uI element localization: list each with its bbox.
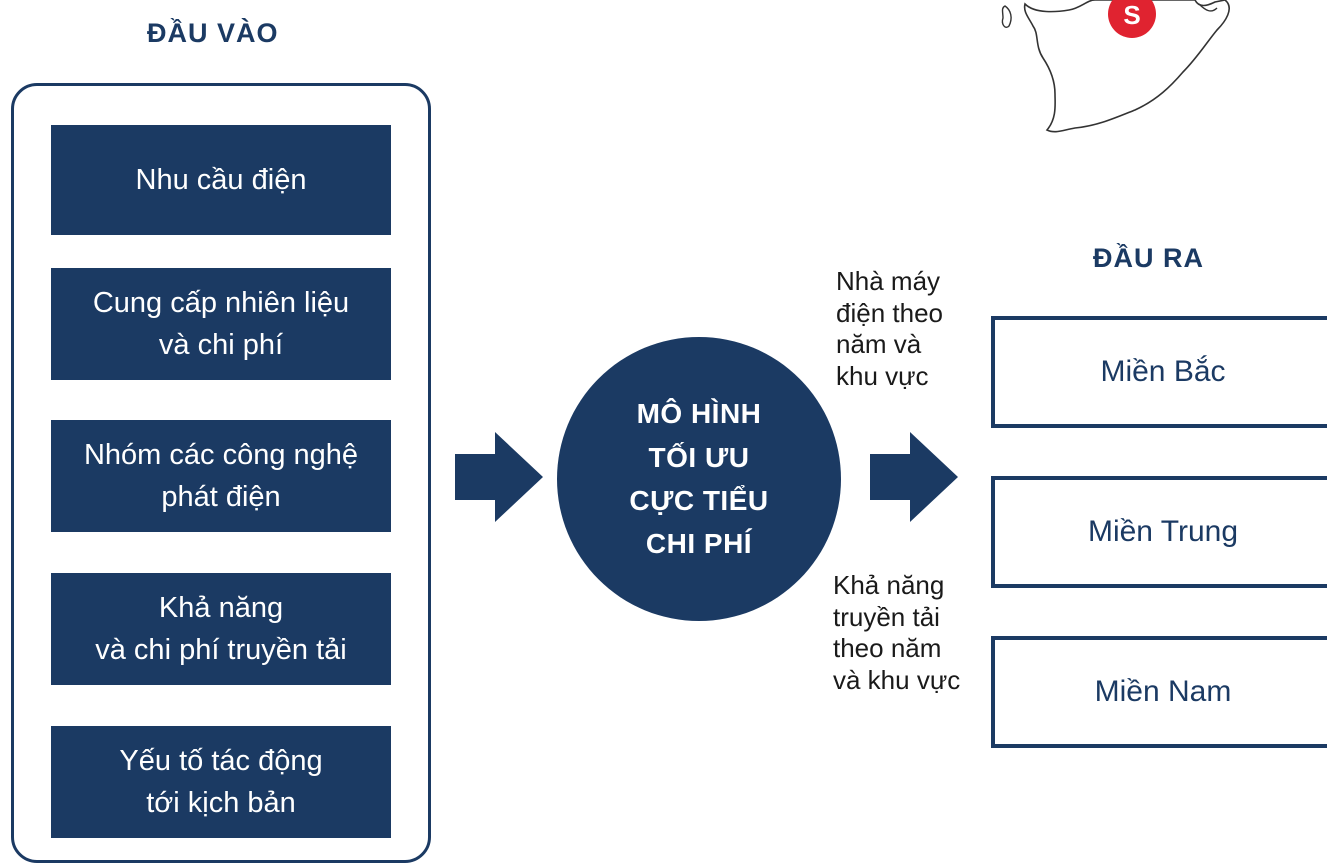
input-group-frame: [11, 83, 431, 863]
note-transmission-capacity: Khả năng truyền tải theo năm và khu vực: [833, 570, 961, 696]
southern-region-map-icon: S: [1001, 0, 1230, 133]
output-region-south: Miền Nam: [991, 636, 1327, 748]
input-heading: ĐẦU VÀO: [147, 18, 279, 48]
region-s-marker-icon: [1108, 0, 1156, 38]
optimization-model-circle: MÔ HÌNH TỐI ƯU CỰC TIỂU CHI PHÍ: [557, 337, 841, 621]
input-item-fuel-supply-cost: Cung cấp nhiên liệu và chi phí: [51, 268, 391, 380]
output-heading: ĐẦU RA: [1093, 243, 1204, 273]
input-item-electricity-demand: Nhu cầu điện: [51, 125, 391, 235]
note-power-plants: Nhà máy điện theo năm và khu vực: [836, 266, 943, 392]
output-region-north: Miền Bắc: [991, 316, 1327, 428]
region-marker-letter: S: [1123, 0, 1140, 30]
input-item-generation-technologies: Nhóm các công nghệ phát điện: [51, 420, 391, 532]
input-item-scenario-factors: Yếu tố tác động tới kịch bản: [51, 726, 391, 838]
arrow-right-icon: [455, 432, 543, 522]
output-region-central: Miền Trung: [991, 476, 1327, 588]
input-item-transmission-capacity-cost: Khả năng và chi phí truyền tải: [51, 573, 391, 685]
arrow-right-icon: [870, 432, 958, 522]
